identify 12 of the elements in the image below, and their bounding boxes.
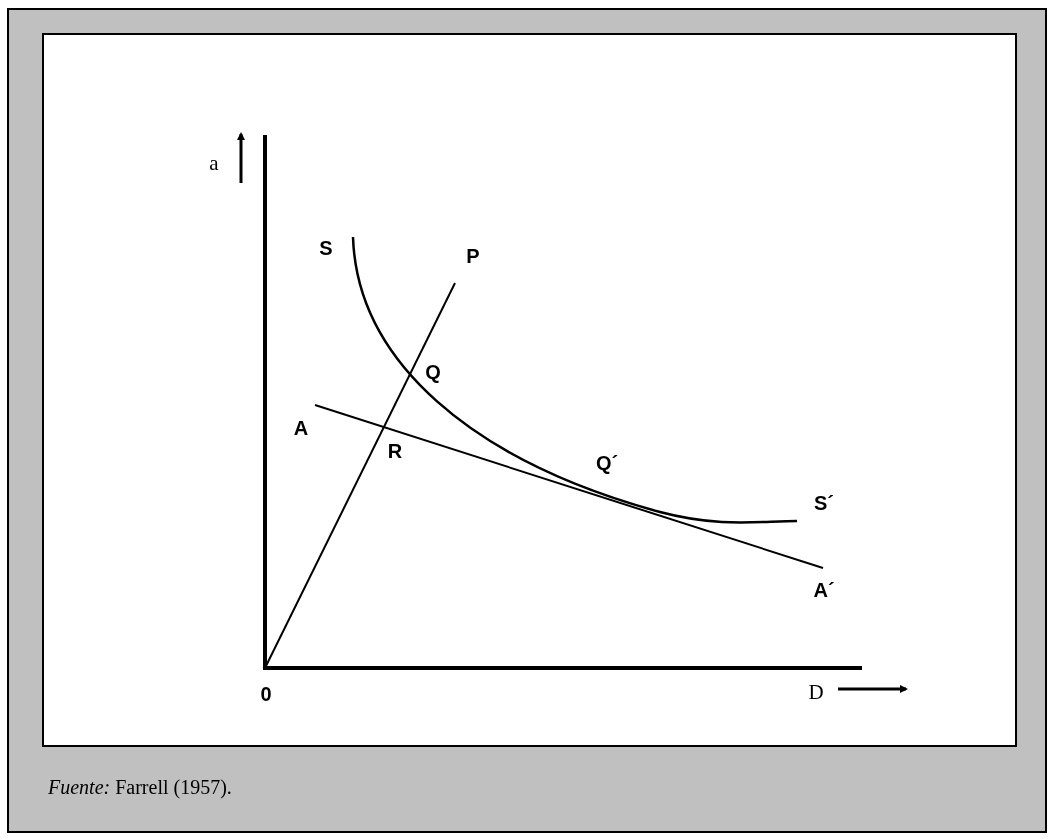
axis-label: a — [209, 150, 219, 176]
curve-label: S´ — [814, 491, 834, 515]
point-label: Q — [425, 360, 441, 384]
line-label: A — [293, 416, 309, 440]
point-label: Q´ — [595, 451, 619, 475]
point-label: R — [387, 439, 403, 463]
curve-label: S — [319, 236, 333, 260]
line-label: P — [466, 244, 480, 268]
axis-label: D — [808, 679, 824, 705]
origin-label: 0 — [260, 682, 272, 706]
source-caption: Fuente: Farrell (1957). — [48, 776, 232, 799]
line-label: A´ — [813, 578, 835, 602]
